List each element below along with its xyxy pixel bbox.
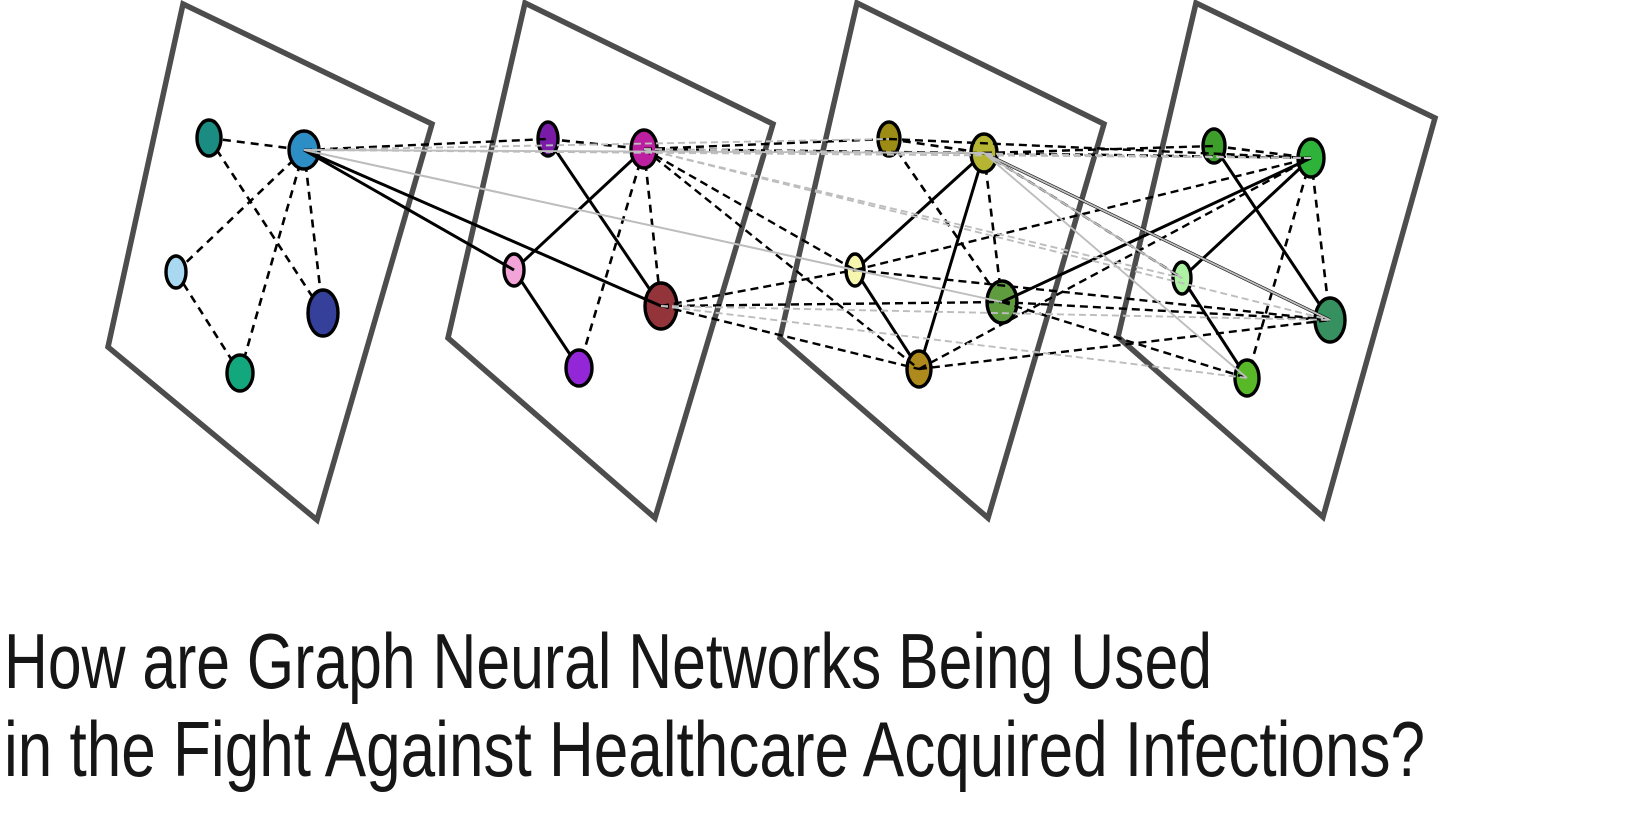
skip-edge xyxy=(983,152,1183,279)
intra-edge xyxy=(175,149,305,273)
message-edge xyxy=(854,156,1312,272)
skip-edge xyxy=(643,148,1331,321)
message-edge xyxy=(1001,300,1331,322)
message-edge xyxy=(918,156,1312,371)
plane-layer-4 xyxy=(1114,0,1439,522)
intra-edge xyxy=(208,136,305,152)
skip-edge xyxy=(303,138,890,151)
skip-edge xyxy=(660,305,1331,321)
message-edge xyxy=(643,147,856,272)
message-edge xyxy=(303,148,662,308)
message-edge xyxy=(303,137,549,152)
plane-layers xyxy=(104,0,1439,525)
message-edge xyxy=(660,268,856,308)
skip-edge xyxy=(303,149,1312,159)
intra-edge xyxy=(982,152,1004,303)
intra-edge xyxy=(853,151,986,272)
skip-edge xyxy=(303,149,1003,303)
intra-edge xyxy=(238,149,306,374)
intra-edge xyxy=(888,137,985,155)
intra-edge xyxy=(1212,145,1332,321)
intra-edge xyxy=(642,148,663,307)
intra-edge xyxy=(1245,157,1313,379)
intra-edge xyxy=(174,271,242,374)
plane-layer-1 xyxy=(104,0,436,525)
message-edge xyxy=(660,300,1003,308)
intra-edge xyxy=(577,148,646,369)
intra-edge xyxy=(207,137,325,314)
intra-edge xyxy=(512,269,581,369)
node-layer-1-navy-node xyxy=(306,288,340,338)
skip-edge xyxy=(983,152,1331,321)
message-edge xyxy=(1001,156,1312,304)
message-edge xyxy=(303,148,515,272)
plane-layer-3 xyxy=(776,0,1108,523)
message-edge xyxy=(983,151,1312,160)
intra-edge xyxy=(1180,277,1249,379)
node-layer-1-teal-node xyxy=(195,118,223,158)
intra-edge xyxy=(1213,144,1312,160)
intra-edge xyxy=(853,269,921,370)
node-layer-1-jade-node xyxy=(225,353,255,393)
message-edge xyxy=(854,268,1331,322)
node-layer-1-light-blue-node xyxy=(164,254,188,290)
title-line-2: in the Fight Against Healthcare Acquired… xyxy=(4,705,1425,793)
message-edge xyxy=(1001,300,1248,380)
skip-edge xyxy=(983,152,1248,379)
intra-edge xyxy=(546,138,663,307)
node-layer-2-purple-node xyxy=(564,348,594,388)
intra-edge xyxy=(917,152,986,370)
message-edge xyxy=(643,137,890,151)
message-edge xyxy=(888,137,1312,160)
message-edge xyxy=(660,304,920,371)
intra-plane-edges xyxy=(174,136,1332,379)
inter-plane-edges xyxy=(303,137,1331,380)
message-edge xyxy=(918,318,1331,371)
title-line-1: How are Graph Neural Networks Being Used xyxy=(4,617,1212,705)
